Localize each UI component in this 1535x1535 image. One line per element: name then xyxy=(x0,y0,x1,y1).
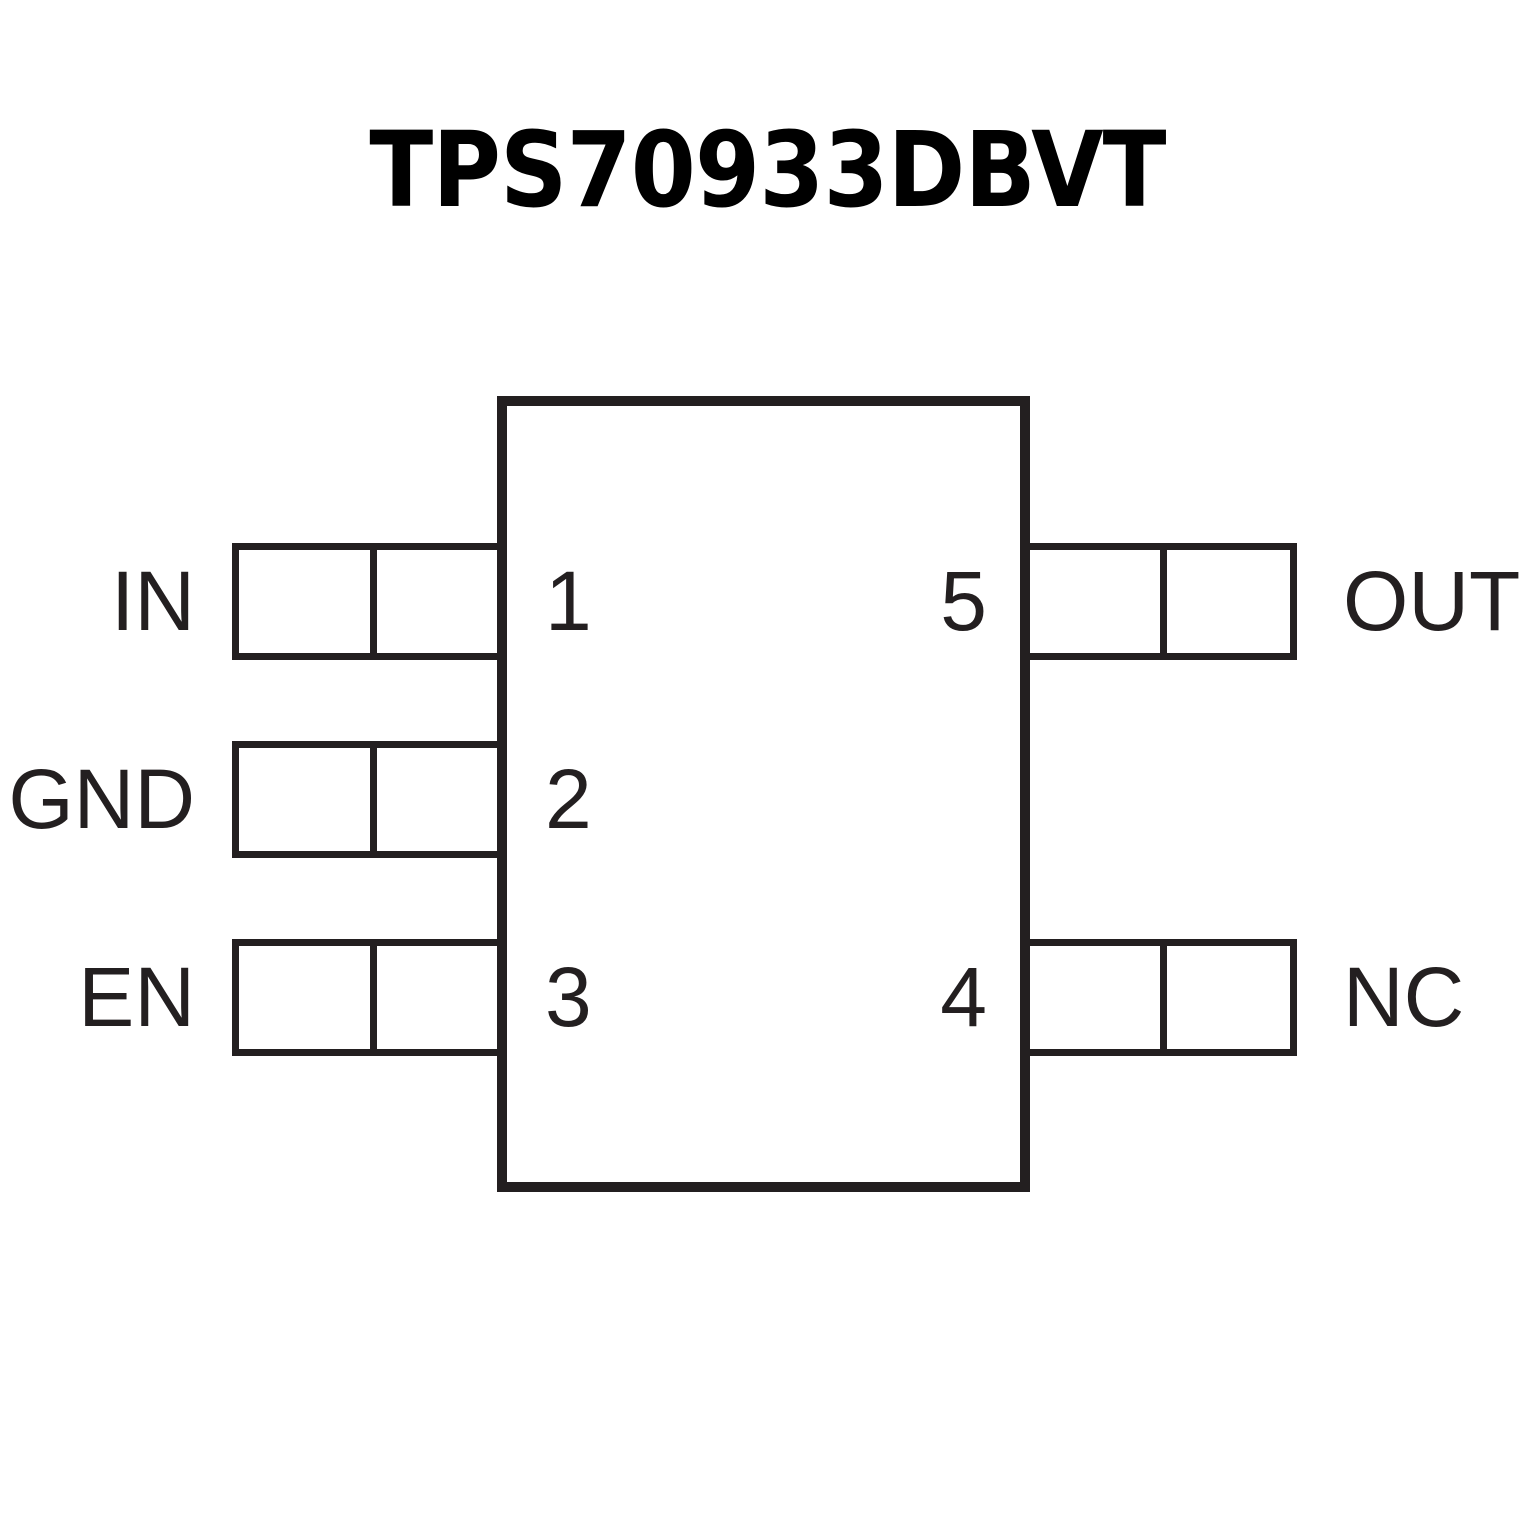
page-title: TPS70933DBVT xyxy=(369,109,1166,231)
pin-lead-cell-outer xyxy=(239,748,370,851)
pin-lead-cell-inner xyxy=(369,946,501,1049)
pin-name-gnd: GND xyxy=(8,752,195,846)
pin-lead-cell-outer xyxy=(1159,550,1291,653)
pin-name-in: IN xyxy=(111,554,195,648)
pin-name-en: EN xyxy=(78,950,195,1044)
pin-number-1: 1 xyxy=(545,554,592,648)
pin-lead-cell-outer xyxy=(239,946,370,1049)
pin-number-2: 2 xyxy=(545,752,592,846)
pin-number-3: 3 xyxy=(545,950,592,1044)
pin-lead-5 xyxy=(1022,543,1297,660)
pin-lead-2 xyxy=(232,741,507,858)
pin-name-nc: NC xyxy=(1343,950,1465,1044)
pin-lead-4 xyxy=(1022,939,1297,1056)
pin-lead-cell-outer xyxy=(239,550,370,653)
pin-lead-1 xyxy=(232,543,507,660)
pin-lead-cell-inner xyxy=(1029,946,1160,1049)
pin-lead-cell-inner xyxy=(369,550,501,653)
pin-lead-cell-outer xyxy=(1159,946,1291,1049)
pin-lead-3 xyxy=(232,939,507,1056)
package-body xyxy=(497,396,1030,1192)
pin-number-5: 5 xyxy=(940,554,987,648)
pin-name-out: OUT xyxy=(1343,554,1521,648)
pin-number-4: 4 xyxy=(940,950,987,1044)
pin-lead-cell-inner xyxy=(1029,550,1160,653)
pin-lead-cell-inner xyxy=(369,748,501,851)
